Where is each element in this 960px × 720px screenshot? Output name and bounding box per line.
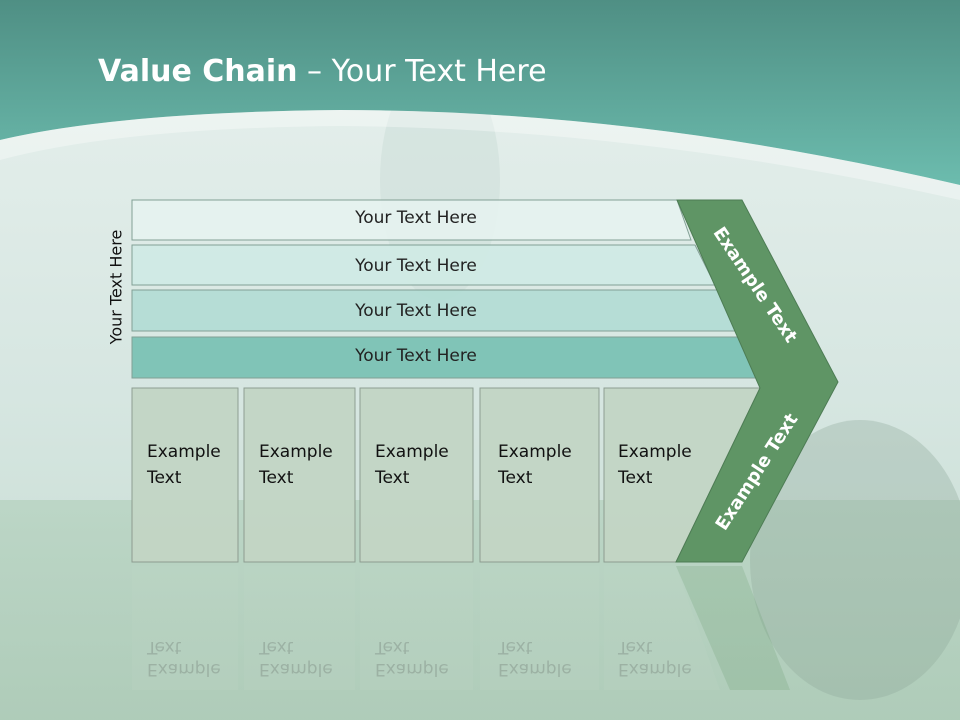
column-reflection-shape-5 — [604, 566, 720, 690]
column-reflection-shape-3 — [360, 566, 473, 690]
side-label: Your Text Here — [106, 229, 126, 345]
page-title: Value Chain – Your Text Here — [98, 54, 547, 89]
chevron-arrow-reflection — [676, 566, 790, 690]
column-1 — [131, 387, 239, 563]
column-reflection-shape-1 — [132, 566, 238, 690]
bar-label-2: Your Text Here — [355, 256, 477, 276]
chevron-arrow — [675, 199, 839, 563]
column-3 — [359, 387, 474, 563]
bar-label-4: Your Text Here — [355, 346, 477, 366]
value-chain-bars — [131, 199, 764, 379]
column-reflection-shape-2 — [244, 566, 355, 690]
bar-label-3: Your Text Here — [355, 301, 477, 321]
column-reflection-shape-4 — [480, 566, 599, 690]
column-4 — [479, 387, 600, 563]
value-chain-arrow — [675, 199, 839, 690]
bar-label-1: Your Text Here — [355, 208, 477, 228]
bar-1 — [131, 199, 692, 241]
value-chain-columns — [131, 387, 761, 690]
column-2 — [243, 387, 356, 563]
